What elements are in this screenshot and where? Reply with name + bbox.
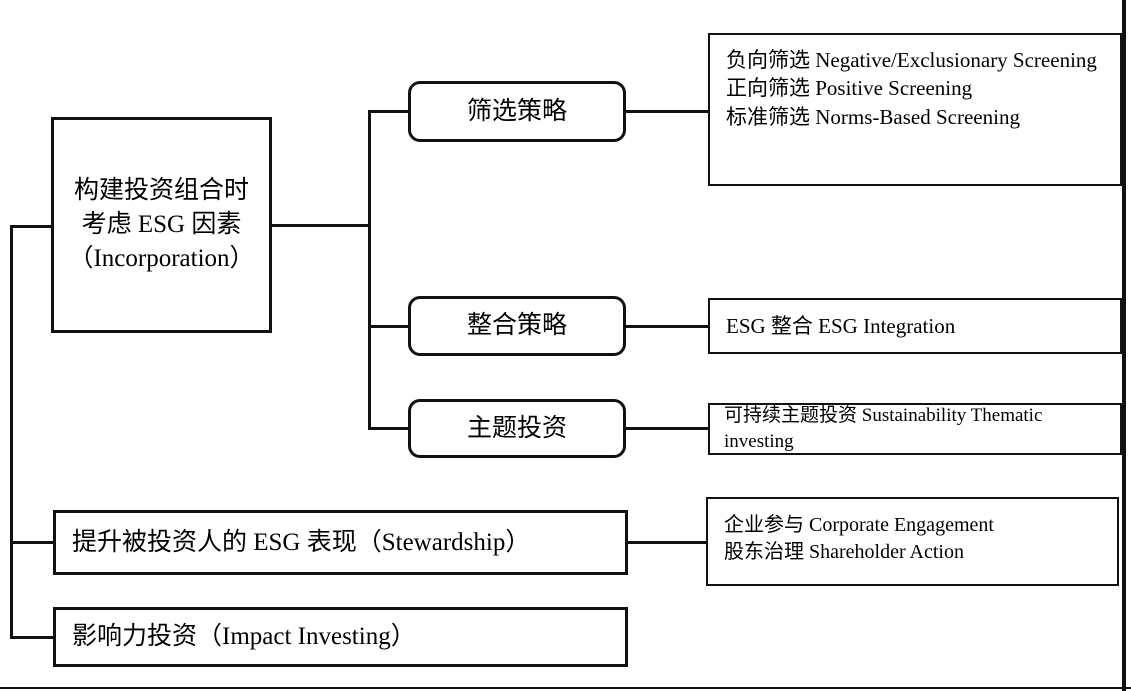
left-trunk-stub-to-root xyxy=(10,225,54,228)
node-impact-investing-label: 影响力投资（Impact Investing） xyxy=(72,623,416,651)
detail-node-screening-label: 负向筛选 Negative/Exclusionary Screening 正向筛… xyxy=(726,48,1097,129)
detail-node-thematic[interactable]: 可持续主题投资 Sustainability Thematic investin… xyxy=(708,403,1122,455)
left-trunk-stub-to-impact xyxy=(10,636,56,639)
connector-stewardship-to-detail xyxy=(627,541,709,544)
node-stewardship-label: 提升被投资人的 ESG 表现（Stewardship） xyxy=(72,528,531,556)
left-trunk-stub-to-stewardship xyxy=(10,541,56,544)
detail-node-stewardship[interactable]: 企业参与 Corporate Engagement 股东治理 Sharehold… xyxy=(706,497,1119,586)
node-stewardship[interactable]: 提升被投资人的 ESG 表现（Stewardship） xyxy=(53,510,628,575)
detail-node-integration[interactable]: ESG 整合 ESG Integration xyxy=(708,298,1122,354)
detail-node-screening[interactable]: 负向筛选 Negative/Exclusionary Screening 正向筛… xyxy=(708,33,1122,186)
detail-node-stewardship-label: 企业参与 Corporate Engagement 股东治理 Sharehold… xyxy=(724,514,994,563)
page-frame-bottom-rule xyxy=(0,687,1131,689)
connector-screening-to-detail xyxy=(625,110,710,113)
left-trunk-vertical-line xyxy=(10,225,13,639)
connector-thematic-to-detail xyxy=(625,427,710,430)
branch-node-integration[interactable]: 整合策略 xyxy=(408,296,626,356)
branch-trunk-vertical-line xyxy=(368,110,371,430)
page-frame-right-rule xyxy=(1122,0,1126,691)
branch-stub-integration xyxy=(368,325,410,328)
branch-stub-screening xyxy=(368,110,410,113)
branch-node-screening[interactable]: 筛选策略 xyxy=(408,81,626,142)
branch-node-thematic[interactable]: 主题投资 xyxy=(408,399,626,458)
node-impact-investing[interactable]: 影响力投资（Impact Investing） xyxy=(53,607,628,667)
detail-node-thematic-label: 可持续主题投资 Sustainability Thematic investin… xyxy=(724,405,1043,452)
branch-node-thematic-label: 主题投资 xyxy=(466,414,567,442)
branch-node-integration-label: 整合策略 xyxy=(466,312,567,340)
branch-stub-thematic xyxy=(368,427,410,430)
detail-node-integration-label: ESG 整合 ESG Integration xyxy=(726,313,956,338)
connector-integration-to-detail xyxy=(625,325,710,328)
root-to-branch-trunk-line xyxy=(271,224,371,227)
root-node-incorporation[interactable]: 构建投资组合时 考虑 ESG 因素 （Incorporation） xyxy=(51,117,272,333)
branch-node-screening-label: 筛选策略 xyxy=(466,97,567,125)
root-node-label: 构建投资组合时 考虑 ESG 因素 （Incorporation） xyxy=(68,177,255,272)
